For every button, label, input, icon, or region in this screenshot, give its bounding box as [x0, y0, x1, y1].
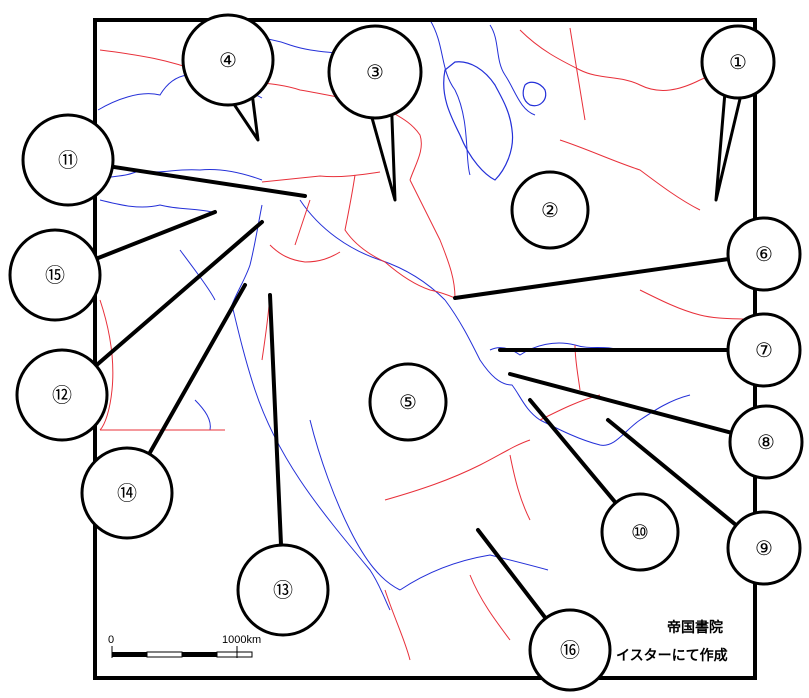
callout-label-4: ④ [219, 48, 237, 72]
callout-circle-8 [728, 404, 804, 480]
callout-circle-1 [700, 24, 776, 100]
callouts: ① ② ③ ④ ⑤ ⑥ ⑦ ⑧ ⑨ ⑩ ⑪ ⑫ ⑬ ⑭ ⑮ ⑯ [8, 13, 804, 692]
callout-circle-13 [236, 543, 330, 637]
callout-label-3: ③ [366, 60, 384, 84]
callout-circle-9 [726, 510, 802, 586]
callout-label-9: ⑨ [755, 536, 773, 560]
callout-circle-5 [368, 362, 448, 442]
callout-circle-3 [327, 24, 423, 120]
callout-pointer-13 [268, 293, 285, 592]
callout-circle-2 [510, 170, 590, 250]
scale-start-label: 0 [108, 634, 114, 646]
callout-label-12: ⑫ [52, 383, 72, 407]
callout-label-13: ⑬ [273, 578, 293, 602]
callout-circle-16 [528, 608, 612, 692]
callout-label-10: ⑩ [631, 520, 649, 544]
callout-circle-12 [15, 348, 109, 442]
callout-label-15: ⑮ [45, 263, 65, 287]
callout-circle-10 [600, 492, 680, 572]
callout-circle-14 [80, 446, 174, 540]
callout-label-16: ⑯ [560, 638, 580, 662]
aral-lake [522, 81, 547, 107]
credit-note: イスターにて作成 [616, 647, 728, 664]
callout-pointer-1 [714, 93, 742, 202]
callout-pointer-6 [453, 252, 766, 300]
callout-label-14: ⑭ [117, 481, 137, 505]
callout-label-7: ⑦ [755, 338, 773, 362]
callout-label-6: ⑥ [755, 242, 773, 266]
callout-circle-7 [726, 312, 802, 388]
callout-label-8: ⑧ [757, 430, 775, 454]
callout-label-5: ⑤ [399, 390, 417, 414]
callout-pointer-3 [370, 113, 397, 202]
callout-label-1: ① [729, 50, 747, 74]
caspian-sea [443, 61, 514, 181]
callout-circle-4 [181, 13, 275, 107]
callout-label-2: ② [541, 198, 559, 222]
callout-circle-11 [21, 113, 115, 207]
callout-label-11: ⑪ [58, 148, 78, 172]
callout-circle-6 [726, 216, 802, 292]
callout-pointer-8 [508, 372, 768, 444]
credit-publisher: 帝国書院 [667, 619, 723, 636]
callout-circle-15 [8, 228, 102, 322]
borders [99, 27, 761, 661]
scale-bar: 0 1000km [108, 634, 261, 658]
scale-end-label: 1000km [222, 634, 261, 646]
